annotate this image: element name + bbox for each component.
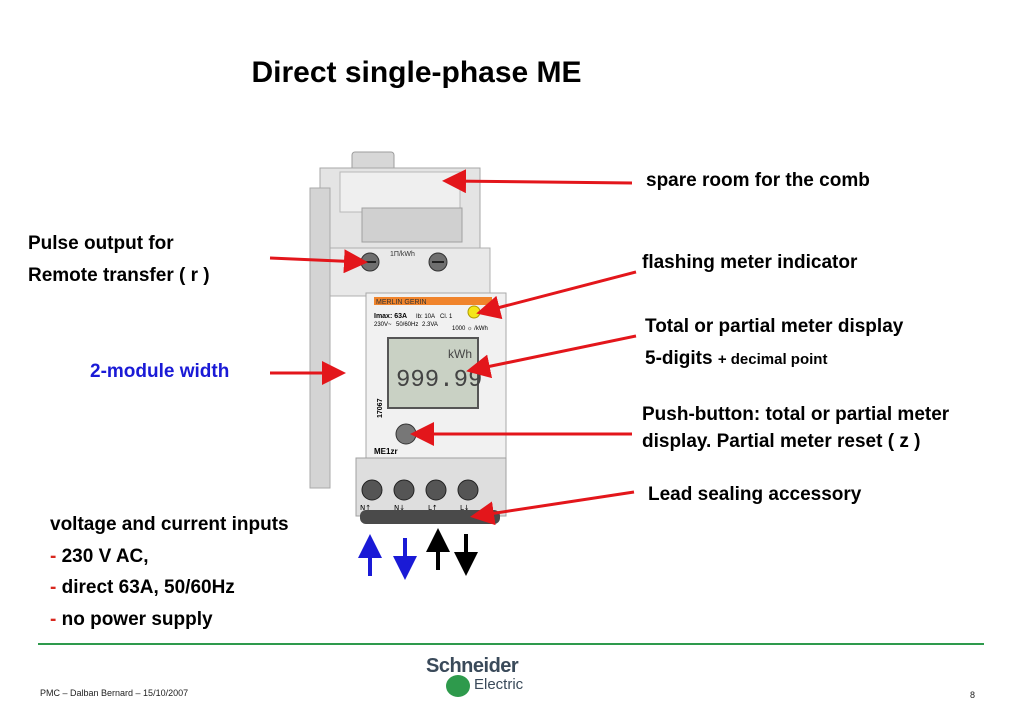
label-pushbutton-line2: display. Partial meter reset ( z ) [642,431,921,452]
footer-credit: PMC – Dalban Bernard – 15/10/2007 [40,688,189,698]
terminal-label-2: N↓ [394,504,405,512]
label-pushbutton-line1: Push-button: total or partial meter [642,404,950,425]
bullet-dash: - [50,609,57,630]
brand-strip-label: MERLIN GERIN [376,299,427,306]
inputs-item-2: - direct 63A, 50/60Hz [50,577,235,599]
label-pulse-line2: Remote transfer ( r ) [28,265,210,286]
flashing-led-icon [467,305,481,319]
model-label: ME1zr [374,447,398,456]
lcd-display [387,337,479,409]
label-flashing: flashing meter indicator [642,252,858,273]
display-value: 999.99 [396,367,482,394]
label-pulse-line1: Pulse output for [28,233,174,254]
inputs-item-text: direct 63A, 50/60Hz [61,577,235,598]
pulse-terminal-label: 1Π/kWh [390,251,415,258]
imax-label: Imax: 63A [374,313,407,320]
energy-meter-illustration: 1Π/kWh MERLIN GERIN Imax: 63A Ib: 10A Cl… [309,151,507,524]
inputs-item-text: no power supply [61,609,213,630]
bullet-dash: - [50,577,57,598]
schneider-logo-icon [446,675,470,697]
slide-title: Direct single-phase ME [251,56,582,89]
reference-label: 17067 [377,398,384,418]
logo-electric: Electric [474,676,524,693]
push-button[interactable] [395,423,417,445]
display-unit: kWh [448,347,472,361]
inputs-heading: voltage and current inputs [50,514,289,535]
inputs-item-3: - no power supply [50,609,213,631]
label-module-width: 2-module width [90,361,230,382]
label-lead-sealing: Lead sealing accessory [648,484,862,505]
logo-schneider: Schneider [426,655,519,677]
voltage-label: 230V~ [374,322,392,328]
power-label: 2.3VA [422,322,438,328]
footer-divider [38,643,984,645]
label-display-decimal: + decimal point [717,351,828,368]
frequency-label: 50/60Hz [396,322,418,328]
label-display-digits: 5-digits [645,348,713,369]
inputs-item-1: - 230 V AC, [50,546,149,568]
ib-label: Ib: 10A [416,314,435,320]
terminal-label-3: L↑ [428,504,438,512]
pulse-rate-label: 1000 ☼ /kWh [452,326,488,332]
class-label: Cl. 1 [440,314,453,320]
label-display-line1: Total or partial meter display [645,316,904,337]
terminal-label-1: N↑ [360,504,371,512]
label-comb: spare room for the comb [646,170,870,191]
terminal-label-4: L↓ [460,504,470,512]
bullet-dash: - [50,546,57,567]
label-display-line2: 5-digits + decimal point [645,348,827,370]
page-number: 8 [970,690,976,700]
brand-strip [374,297,492,305]
inputs-item-text: 230 V AC, [61,546,149,567]
